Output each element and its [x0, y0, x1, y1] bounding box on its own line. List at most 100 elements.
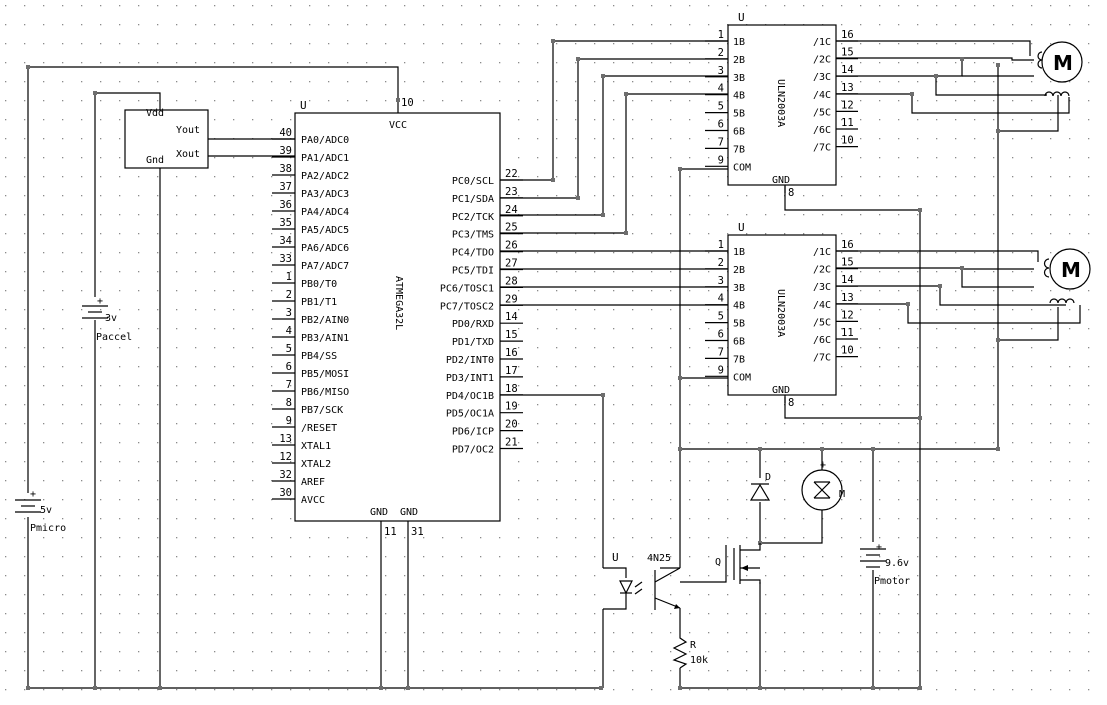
mcu-gnd-label-1: GND [370, 507, 388, 518]
driver2-pin-label: 3B [733, 283, 745, 294]
stepper-motor-1[interactable]: M [1037, 41, 1083, 97]
mcu-pin-label: AREF [301, 477, 325, 488]
battery-micro-name: Pmicro [30, 523, 66, 534]
mcu-pin-number: 7 [286, 379, 292, 391]
mcu-pin-label: PA6/ADC6 [301, 243, 349, 254]
driver2-pin-label: 6B [733, 337, 745, 348]
flyback-diode[interactable]: D [749, 472, 771, 501]
driver2-pin-label: /2C [813, 265, 831, 276]
mosfet[interactable]: Q [715, 543, 761, 584]
opto-designator: U [612, 551, 619, 564]
mcu-part-name: ATMEGA32L [393, 276, 404, 330]
driver1-pin-number: 14 [841, 64, 854, 76]
driver1-pin-label: 4B [733, 91, 745, 102]
driver2-pin-number: 9 [718, 364, 724, 376]
mcu-pin-label: PB4/SS [301, 351, 337, 362]
battery-accel-value: 3v [105, 313, 117, 324]
driver1-pin-number: 9 [718, 154, 724, 166]
driver2-pin-label: 1B [733, 247, 745, 258]
mcu-pin-number: 20 [505, 419, 518, 431]
mcu-pin-label: PD6/ICP [452, 427, 494, 438]
driver1-pin-number: 5 [718, 101, 724, 113]
resistor-value: 10k [690, 655, 708, 666]
driver1-pin-label: /3C [813, 72, 831, 83]
mcu-pin-label: PA1/ADC1 [301, 153, 349, 164]
mcu-vcc-label: VCC [389, 120, 407, 131]
mcu-pin-number: 13 [279, 433, 292, 445]
mcu-gnd-pin-11: 11 [384, 526, 397, 538]
dc-motor[interactable]: + M [801, 460, 845, 511]
driver1-pin-label: 5B [733, 109, 745, 120]
driver1-pin-number: 3 [718, 65, 724, 77]
driver2-pin-label: 5B [733, 319, 745, 330]
mcu-pin-label: PC5/TDI [452, 266, 494, 277]
driver1-designator: U [738, 11, 745, 24]
driver1-gnd-label: GND [772, 175, 790, 186]
driver1-pin-number: 7 [718, 136, 724, 148]
resistor[interactable]: R 10k [672, 635, 708, 669]
uln2003a-driver-2[interactable]: UULN2003AGND811B22B33B44B55B66B77B9COM16… [705, 221, 858, 409]
mcu-pin-label: PD2/INT0 [446, 355, 494, 366]
battery-motor-name: Pmotor [874, 576, 910, 587]
driver1-pin-number: 16 [841, 29, 854, 41]
driver1-pin-label: 3B [733, 73, 745, 84]
mcu-pin-label: PC0/SCL [452, 176, 494, 187]
mcu-gnd-pin-31: 31 [411, 526, 424, 538]
mcu-pin-number: 34 [279, 235, 292, 247]
battery-motor-plus: + [876, 542, 882, 553]
battery-accel[interactable]: + 3v Paccel [82, 296, 132, 343]
mcu-pin-label: PD1/TXD [452, 337, 494, 348]
driver2-pin-number: 10 [841, 345, 854, 357]
driver1-pin-label: /5C [813, 107, 831, 118]
mcu-pin-number: 16 [505, 347, 518, 359]
mcu-pin-number: 22 [505, 168, 518, 180]
driver2-pin-number: 15 [841, 257, 854, 269]
diode-label: D [765, 472, 771, 483]
mcu-pin-number: 35 [279, 217, 292, 229]
mcu-pin-label: PA2/ADC2 [301, 171, 349, 182]
opto-part-name: 4N25 [647, 553, 671, 564]
mcu-pin-label: PA3/ADC3 [301, 189, 349, 200]
mcu-pin-label: PB3/AIN1 [301, 333, 349, 344]
driver2-pin-number: 2 [718, 257, 724, 269]
mcu-pin-number: 27 [505, 258, 518, 270]
mcu-vcc-pin: 10 [401, 97, 414, 109]
battery-micro[interactable]: + 5v Pmicro [15, 489, 66, 534]
driver2-pin-number: 6 [718, 329, 724, 341]
driver1-pin-number: 15 [841, 47, 854, 59]
mcu-pin-number: 30 [279, 487, 292, 499]
driver2-pin-label: /6C [813, 335, 831, 346]
microcontroller[interactable]: U VCC 10 ATMEGA32L GND GND 11 31 40PA0/A… [272, 97, 523, 538]
driver1-part-name: ULN2003A [775, 79, 786, 127]
driver1-pin-number: 4 [718, 83, 724, 95]
stepper-motor-2-label: M [1061, 258, 1081, 282]
mcu-pin-number: 36 [279, 199, 292, 211]
mcu-pin-number: 38 [279, 163, 292, 175]
optocoupler-4n25[interactable]: U 4N25 [603, 551, 681, 610]
stepper-motor-2-coils [1043, 258, 1075, 304]
mcu-pin-label: PA5/ADC5 [301, 225, 349, 236]
stepper-motor-2[interactable]: M [1043, 248, 1091, 304]
driver1-pin-number: 1 [718, 29, 724, 41]
mcu-pin-number: 33 [279, 253, 292, 265]
uln2003a-driver-1[interactable]: UULN2003AGND811B22B33B44B55B66B77B9COM16… [705, 11, 858, 199]
stepper-motor-1-label: M [1053, 51, 1073, 75]
dc-motor-label: M [839, 489, 845, 500]
mcu-pin-label: XTAL1 [301, 441, 331, 452]
mcu-designator: U [300, 99, 307, 112]
driver2-gnd-pin: 8 [788, 397, 794, 409]
driver1-pin-label: 6B [733, 127, 745, 138]
battery-motor[interactable]: + 9.6v Pmotor [860, 542, 910, 587]
driver1-pin-number: 10 [841, 135, 854, 147]
driver2-gnd-label: GND [772, 385, 790, 396]
accelerometer[interactable]: Vdd Gnd Yout Xout [124, 108, 209, 169]
mcu-pin-label: /RESET [301, 423, 337, 434]
driver2-pin-number: 16 [841, 239, 854, 251]
driver2-part-name: ULN2003A [775, 289, 786, 337]
driver2-pin-label: /5C [813, 317, 831, 328]
mcu-pin-label: PD7/OC2 [452, 445, 494, 456]
grid-dots [5, 5, 1090, 691]
mcu-pin-label: PB2/AIN0 [301, 315, 349, 326]
driver2-pin-label: /4C [813, 300, 831, 311]
driver1-pin-label: 1B [733, 37, 745, 48]
